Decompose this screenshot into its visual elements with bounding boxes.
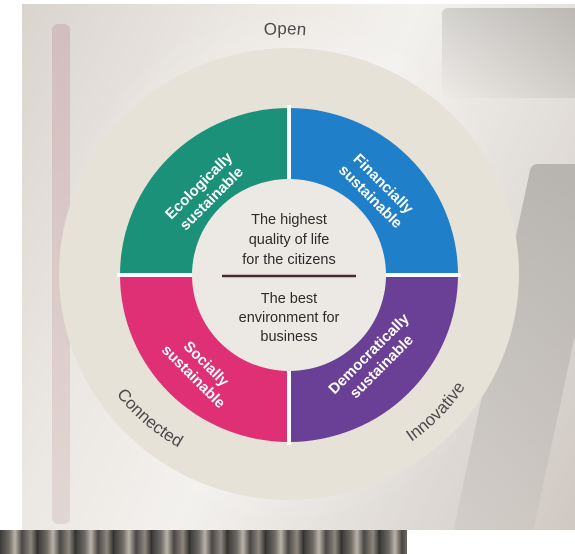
center-text: The highest quality of life for the citi… [239,212,340,345]
center-upper-line2: quality of life [249,232,330,248]
center-lower-line1: The best [261,291,317,307]
background-blur-top [442,8,575,98]
center-lower-line3: business [260,329,317,345]
center-upper-line3: for the citizens [242,252,336,268]
bottom-whitespace [407,530,575,554]
center-lower-line2: environment for [239,310,340,326]
center-upper-line1: The highest [251,212,327,228]
bottom-photo-strip [0,530,407,554]
label-open: Open [263,19,307,39]
